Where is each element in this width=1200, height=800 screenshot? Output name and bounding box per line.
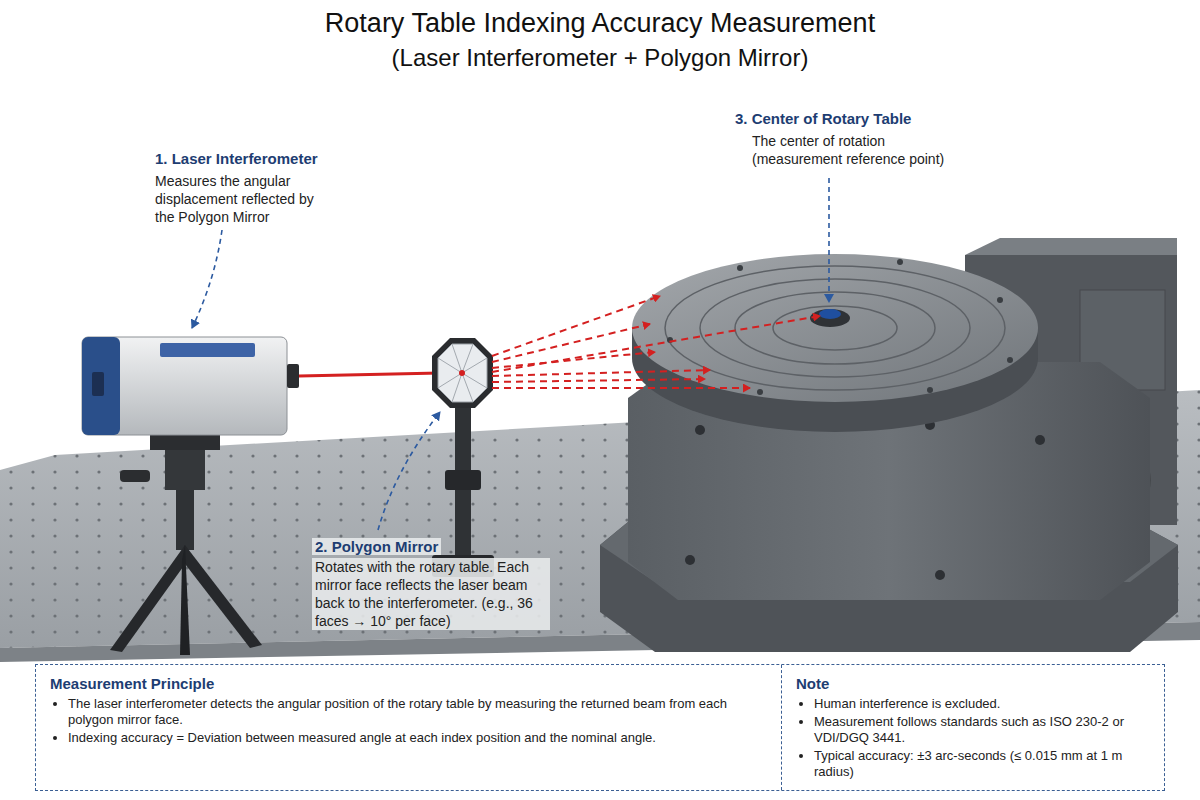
bullet-item: Measurement follows standards such as IS…: [814, 714, 1150, 746]
callout-text: Measures the angular displacement reflec…: [155, 172, 315, 226]
section-heading: Note: [796, 675, 1150, 692]
bullet-list: Human interference is excluded. Measureme…: [796, 696, 1150, 780]
callout-heading: 2. Polygon Mirror: [312, 538, 441, 555]
callout-text: The center of rotation (measurement refe…: [752, 132, 952, 168]
dashed-info-box: Measurement PrincipleThe laser interfero…: [35, 664, 1165, 791]
bullet-item: Typical accuracy: ±3 arc-seconds (≤ 0.01…: [814, 748, 1150, 780]
principle-column: Measurement PrincipleThe laser interfero…: [36, 665, 781, 790]
bullet-item: Human interference is excluded.: [814, 696, 1150, 712]
callout-text: Rotates with the rotary table. Each mirr…: [312, 558, 550, 630]
note-column: NoteHuman interference is excluded. Measu…: [781, 665, 1164, 790]
title: Rotary Table Indexing Accuracy Measureme…: [0, 8, 1200, 39]
section-heading: Measurement Principle: [50, 675, 767, 692]
bullet-list: The laser interferometer detects the ang…: [50, 696, 767, 746]
bullet-item: The laser interferometer detects the ang…: [68, 696, 767, 728]
bullet-item: Indexing accuracy = Deviation between me…: [68, 730, 767, 746]
callout-heading: 3. Center of Rotary Table: [735, 110, 911, 127]
callout-heading: 1. Laser Interferometer: [155, 150, 318, 167]
subtitle: (Laser Interferometer + Polygon Mirror): [0, 44, 1200, 72]
